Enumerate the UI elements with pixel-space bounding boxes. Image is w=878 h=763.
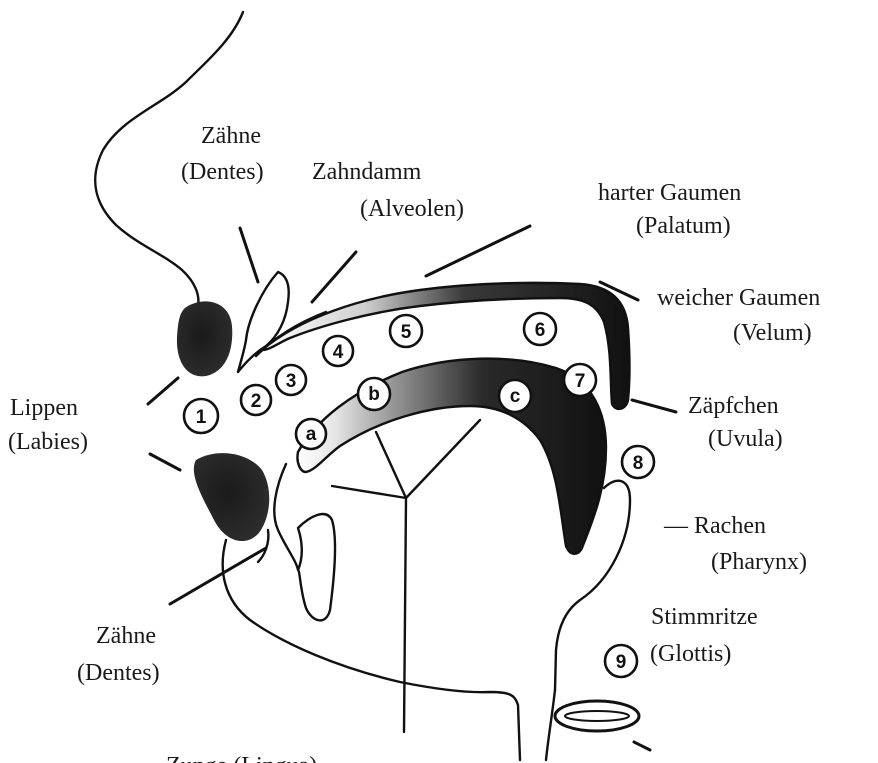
place-2-label: 2 <box>251 391 262 412</box>
pointer-harter-gaumen <box>426 226 530 276</box>
label-uvula: (Uvula) <box>708 426 783 452</box>
pointer-zaepfchen <box>632 400 676 412</box>
label-zaehne-bottom: Zähne <box>96 623 156 649</box>
label-zaehne-top: Zähne <box>201 123 261 149</box>
label-glottis: (Glottis) <box>650 641 731 667</box>
pointer-lippen-top <box>148 378 178 404</box>
label-lippen: Lippen <box>10 395 78 421</box>
label-alveolen: (Alveolen) <box>360 196 464 222</box>
pointer-rachen-glottis <box>634 742 650 750</box>
label-labies: (Labies) <box>8 429 88 455</box>
pharynx-wall <box>546 690 555 760</box>
label-dentes-bottom: (Dentes) <box>77 660 160 686</box>
label-rachen: — Rachen <box>663 513 766 539</box>
pointer-lippen-bottom <box>150 454 180 470</box>
tongue <box>297 359 606 554</box>
place-6-label: 6 <box>535 320 546 341</box>
place-3-label: 3 <box>286 371 297 392</box>
upper-teeth <box>238 272 289 372</box>
place-7-label: 7 <box>575 371 586 392</box>
glottis-inner <box>565 711 629 721</box>
jaw-outline <box>223 540 520 760</box>
tongue-muscle-lines <box>332 420 480 732</box>
label-harter-gaumen: harter Gaumen <box>598 180 741 206</box>
tongue-c-label: c <box>510 386 521 407</box>
tongue-a-label: a <box>306 424 317 445</box>
label-stimmritze: Stimmritze <box>651 604 758 630</box>
glottis-shape <box>555 701 639 731</box>
label-zaepfchen: Zäpfchen <box>688 393 779 419</box>
place-9-label: 9 <box>616 652 627 673</box>
tongue-b-label: b <box>368 384 380 405</box>
label-pharynx: (Pharynx) <box>711 549 807 575</box>
pointer-zaehne-top <box>240 228 258 282</box>
label-palatum: (Palatum) <box>636 213 731 239</box>
lower-gum <box>258 530 268 562</box>
place-8-label: 8 <box>633 453 644 474</box>
place-1-label: 1 <box>196 407 207 428</box>
label-zahndamm: Zahndamm <box>312 159 422 185</box>
label-zunge: Zunge (Lingua) <box>166 753 317 763</box>
pointer-zaehne-bottom <box>170 548 266 604</box>
place-5-label: 5 <box>401 322 412 343</box>
lower-teeth <box>274 464 335 620</box>
place-4-label: 4 <box>333 342 344 363</box>
label-velum: (Velum) <box>733 320 812 346</box>
upper-lip <box>177 301 232 376</box>
label-dentes-top: (Dentes) <box>181 159 264 185</box>
lower-lip <box>194 453 269 541</box>
label-weicher-gaumen: weicher Gaumen <box>657 285 820 311</box>
pointer-zahndamm <box>312 252 356 302</box>
